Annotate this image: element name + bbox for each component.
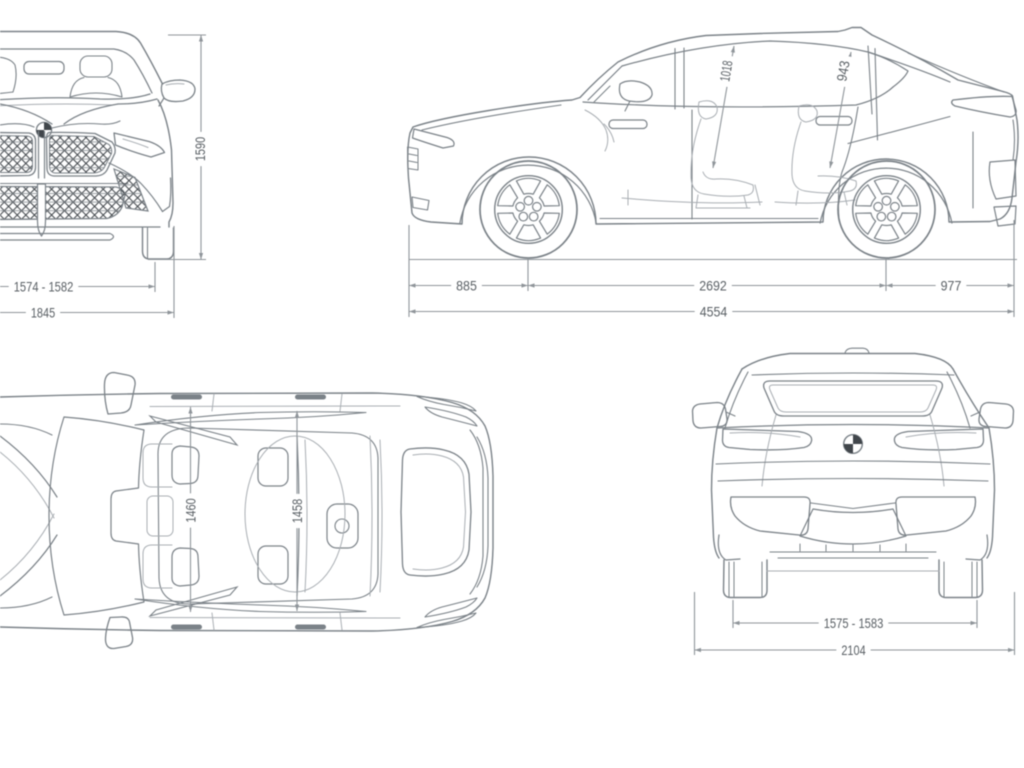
svg-text:2104: 2104 bbox=[841, 642, 865, 658]
svg-text:1460: 1460 bbox=[183, 498, 199, 522]
svg-text:4554: 4554 bbox=[700, 304, 728, 320]
svg-text:943: 943 bbox=[833, 59, 852, 82]
svg-text:977: 977 bbox=[941, 278, 962, 294]
svg-text:1845: 1845 bbox=[31, 305, 55, 321]
svg-text:1575 - 1583: 1575 - 1583 bbox=[824, 615, 884, 631]
svg-text:885: 885 bbox=[456, 278, 477, 294]
svg-text:1574 - 1582: 1574 - 1582 bbox=[14, 279, 74, 295]
svg-text:1458: 1458 bbox=[289, 499, 305, 523]
svg-text:1590: 1590 bbox=[192, 137, 208, 161]
svg-text:2692: 2692 bbox=[699, 278, 727, 294]
svg-text:1018: 1018 bbox=[716, 59, 735, 82]
